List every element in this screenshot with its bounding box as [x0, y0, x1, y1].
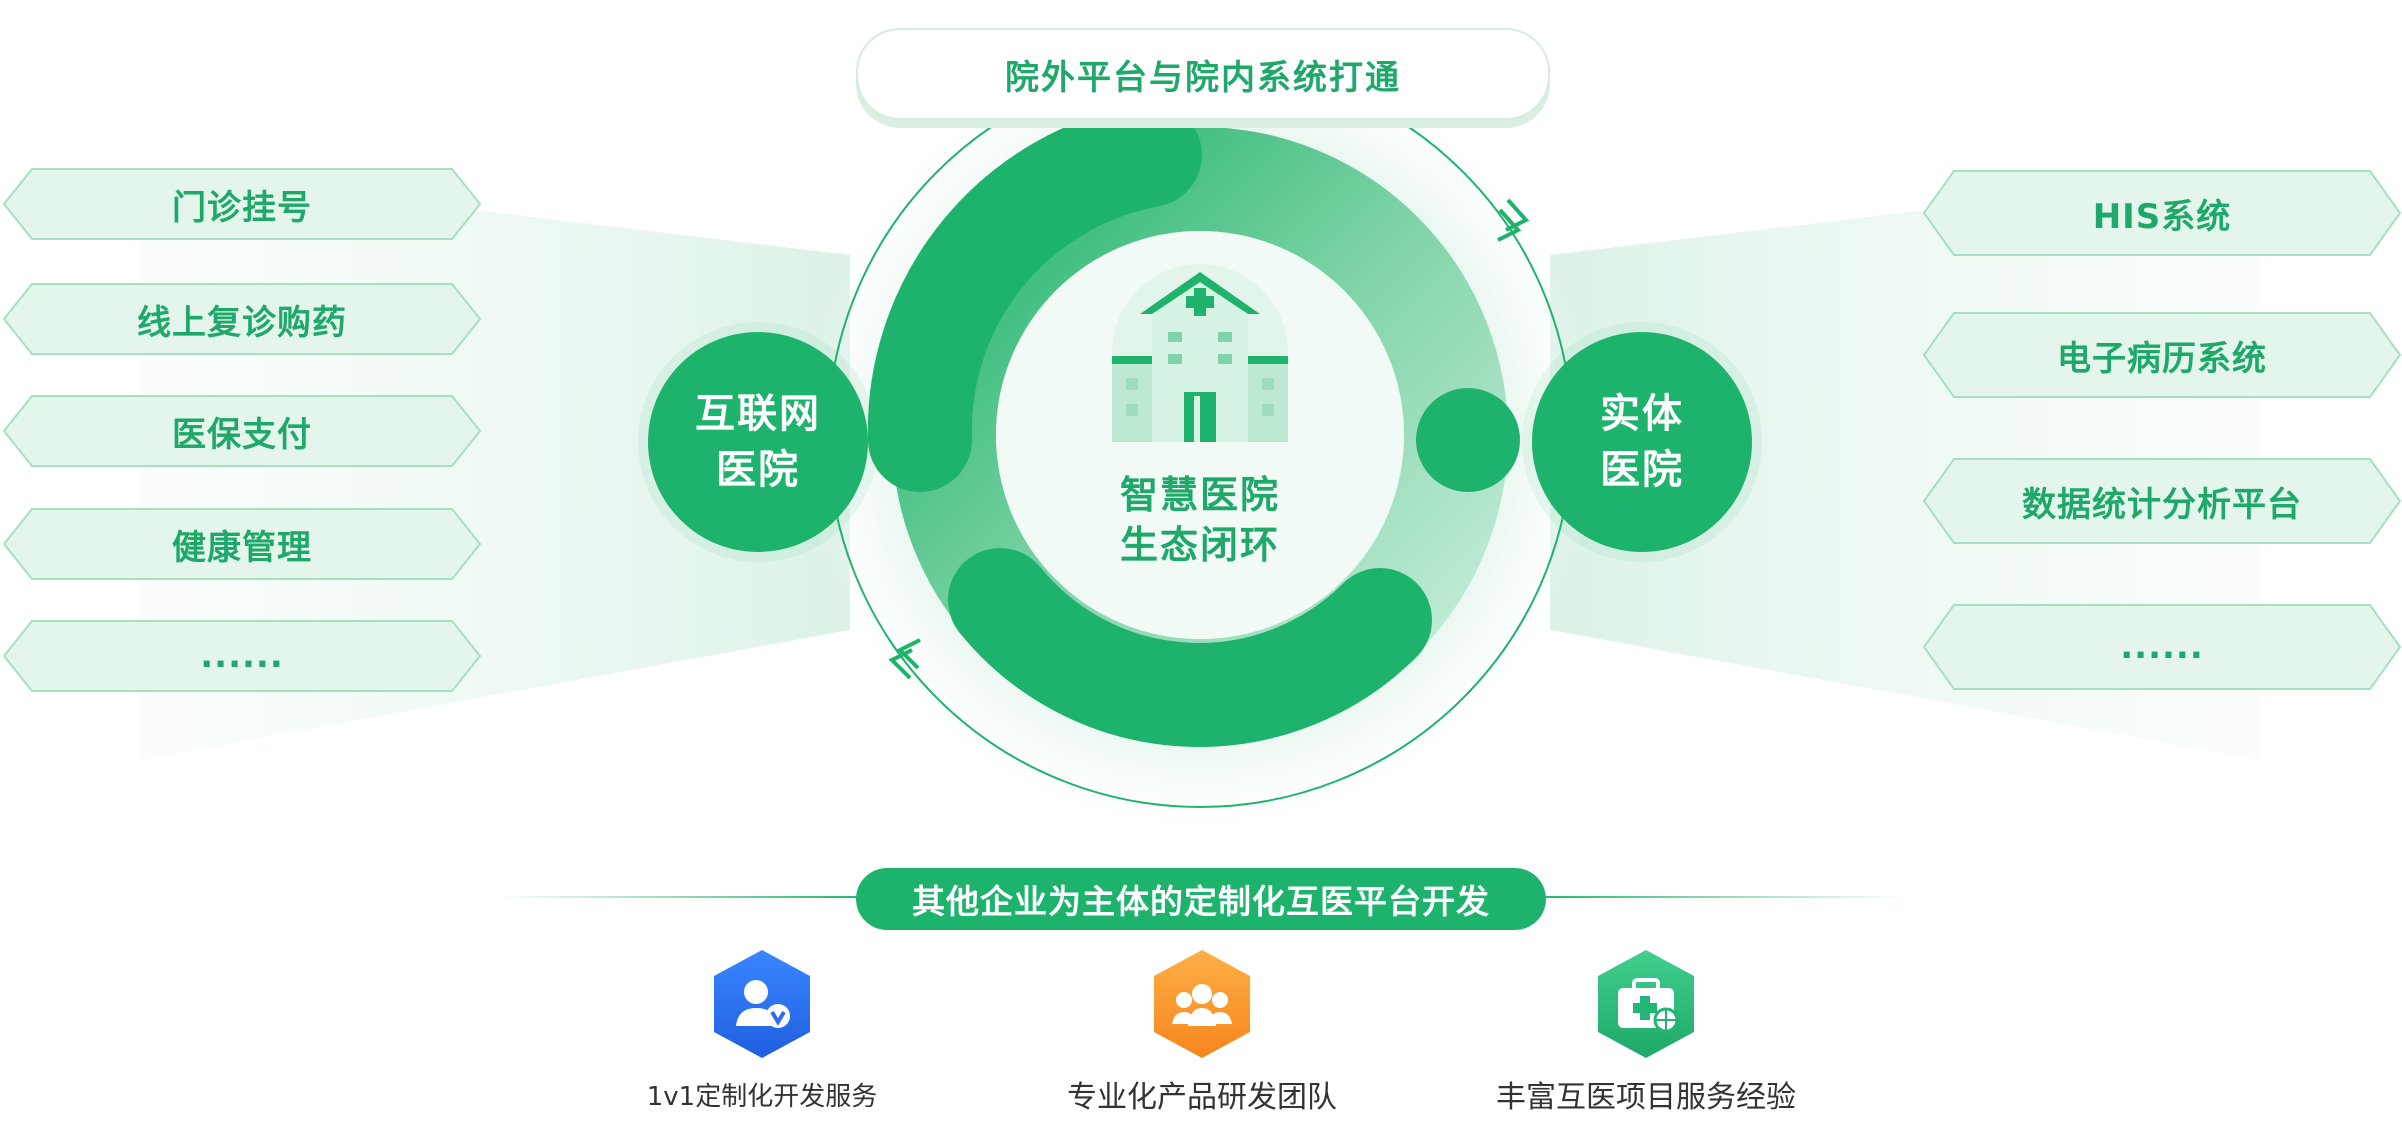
center-line2: 生态闭环 [1119, 523, 1280, 567]
right-item-label: HIS系统 [2092, 196, 2232, 237]
right-item-label: 电子病历系统 [2057, 338, 2267, 379]
hexagon-frame [1922, 312, 2402, 398]
physical-hospital-line1: 实体 [1600, 391, 1684, 437]
hexagon-frame [1922, 604, 2402, 690]
left-item: 健康管理 [2, 508, 482, 580]
hospital-icon [1112, 264, 1288, 442]
left-item: 门诊挂号 [2, 168, 482, 240]
feature-experience: 丰富互医项目服务经验 [1466, 948, 1826, 1118]
feature-label: 专业化产品研发团队 [1067, 1080, 1337, 1115]
hexagon-frame [1922, 170, 2402, 256]
right-item: 电子病历系统 [1922, 312, 2402, 398]
left-item-label: 健康管理 [172, 527, 312, 568]
physical-hospital-node: 实体 医院 [1532, 332, 1752, 552]
physical-hospital-line2: 医院 [1600, 447, 1684, 493]
bottom-divider-left [496, 896, 876, 898]
feature-rd-team: 专业化产品研发团队 [1022, 948, 1382, 1118]
hexagon-frame [1922, 458, 2402, 544]
team-icon [1154, 950, 1250, 1058]
left-item: ...... [2, 620, 482, 692]
medical-kit-icon [1598, 950, 1694, 1058]
hexagon-frame [2, 283, 482, 355]
right-item: 数据统计分析平台 [1922, 458, 2402, 544]
feature-label: 丰富互医项目服务经验 [1496, 1080, 1796, 1115]
left-item: 线上复诊购药 [2, 283, 482, 355]
hexagon-frame [2, 508, 482, 580]
internet-hospital-line2: 医院 [716, 447, 800, 493]
right-item-label: 数据统计分析平台 [2022, 484, 2302, 525]
internet-hospital-node: 互联网 医院 [648, 332, 868, 552]
right-item: ...... [1922, 604, 2402, 690]
left-item-label: 门诊挂号 [172, 187, 312, 228]
left-item: 医保支付 [2, 395, 482, 467]
bottom-divider-right [1526, 896, 1906, 898]
bottom-title-banner: 其他企业为主体的定制化互医平台开发 [856, 868, 1546, 930]
feature-custom-dev: 1v1定制化开发服务 [582, 948, 942, 1118]
center-label: 智慧医院 生态闭环 [1050, 470, 1350, 570]
right-item: HIS系统 [1922, 170, 2402, 256]
center-line1: 智慧医院 [1119, 473, 1280, 517]
left-item-label: ...... [200, 636, 284, 676]
hexagon-frame [2, 395, 482, 467]
left-item-label: 线上复诊购药 [137, 302, 347, 343]
left-item-label: 医保支付 [172, 414, 312, 455]
hexagon-frame [2, 168, 482, 240]
right-item-label: ...... [2120, 627, 2204, 667]
internet-hospital-line1: 互联网 [695, 391, 821, 437]
top-connection-banner: 院外平台与院内系统打通 [856, 28, 1550, 120]
hexagon-frame [2, 620, 482, 692]
person-verified-icon [714, 950, 810, 1058]
feature-label: 1v1定制化开发服务 [646, 1082, 878, 1112]
